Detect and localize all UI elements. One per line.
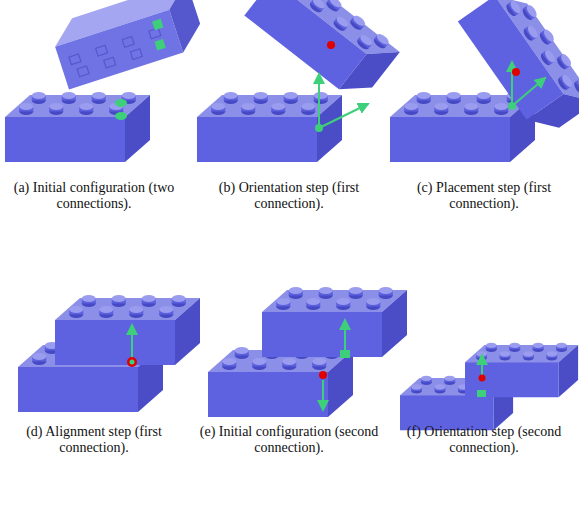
subfigure-caption: (c) Placement step (first connection). — [392, 180, 576, 212]
subfigure-caption: (f) Orientation step (second connection)… — [392, 424, 576, 456]
subfigure-caption: (a) Initial configuration (two connectio… — [2, 180, 186, 212]
subfigure-caption: (b) Orientation step (first connection). — [197, 180, 381, 212]
subfigure-caption: (d) Alignment step (first connection). — [2, 424, 186, 456]
subfigure-caption: (e) Initial configuration (second connec… — [197, 424, 381, 456]
